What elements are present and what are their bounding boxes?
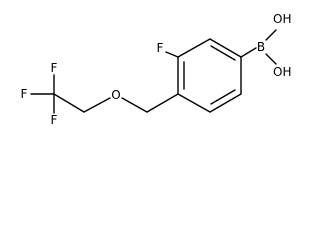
ring-double-bond-2 xyxy=(210,89,236,105)
atom-hydroxyl-top: OH xyxy=(273,12,291,26)
bond-ch2-cf3 xyxy=(53,93,85,113)
ring-double-bond-1 xyxy=(210,45,236,61)
atom-fluoro: F xyxy=(157,41,164,55)
bond-ch2-oxygen xyxy=(121,97,148,113)
atom-cf3-fluorine-bottom: F xyxy=(51,113,58,127)
bond-oxygen-ch2 xyxy=(83,97,111,113)
atom-cf3-fluorine-left: F xyxy=(21,87,28,101)
benzene-ring xyxy=(177,38,242,113)
atom-hydroxyl-bottom: OH xyxy=(273,65,291,79)
ring-bond-6 xyxy=(177,38,211,58)
ring-bond-4 xyxy=(177,93,211,113)
atom-boron: B xyxy=(257,40,265,54)
atom-cf3-fluorine-top: F xyxy=(51,61,58,75)
bond-boron-oh-top xyxy=(265,29,277,41)
ring-bond-3 xyxy=(209,93,242,113)
bond-boron-oh-bottom xyxy=(265,53,277,65)
bond-ring-boron xyxy=(240,47,257,58)
atom-ether-oxygen: O xyxy=(111,88,120,102)
bond-ring-ch2 xyxy=(146,93,179,113)
chemical-structure: F B OH OH O F F F xyxy=(21,12,292,127)
bond-ring-fluoro xyxy=(165,51,179,58)
ring-bond-1 xyxy=(209,38,242,58)
